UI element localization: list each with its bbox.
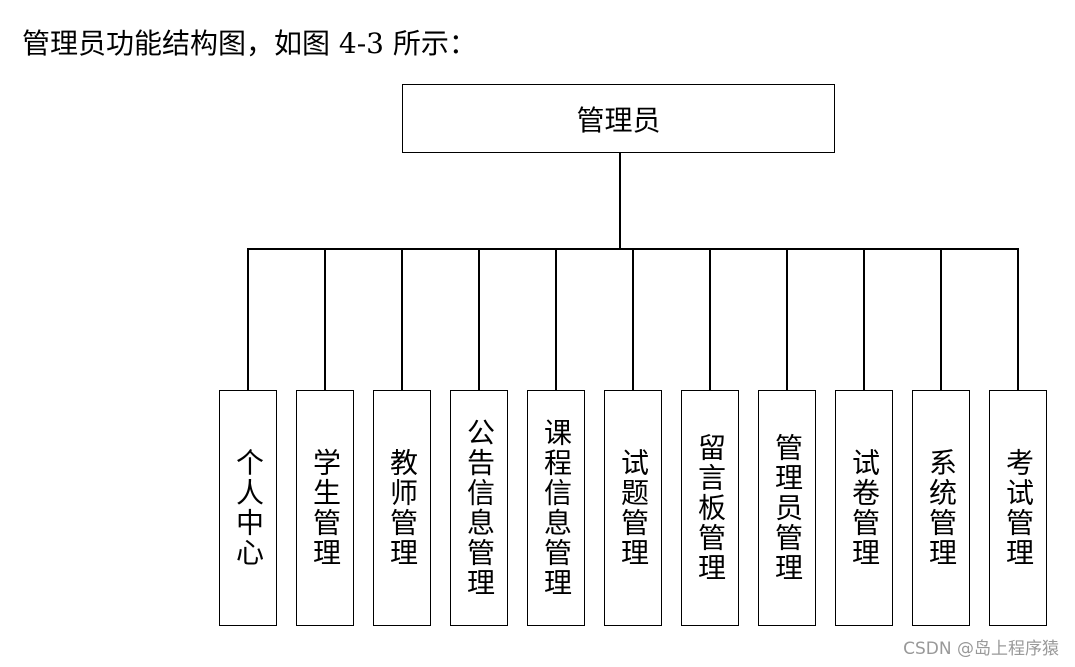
root-node: 管理员 <box>402 84 835 153</box>
child-node-label: 试题管理 <box>617 448 650 568</box>
child-connector <box>247 248 249 390</box>
child-node-label: 管理员管理 <box>771 433 804 583</box>
child-node: 留言板管理 <box>681 390 739 626</box>
child-node: 个人中心 <box>219 390 277 626</box>
child-node: 课程信息管理 <box>527 390 585 626</box>
intro-text: 管理员功能结构图，如图 4-3 所示： <box>22 27 477 60</box>
child-node: 公告信息管理 <box>450 390 508 626</box>
child-node-label: 教师管理 <box>386 448 419 568</box>
root-connector <box>619 153 621 249</box>
child-node-label: 试卷管理 <box>848 448 881 568</box>
child-connector <box>632 248 634 390</box>
child-connector <box>555 248 557 390</box>
child-node-label: 公告信息管理 <box>463 418 496 598</box>
watermark: CSDN @岛上程序猿 <box>903 639 1059 659</box>
child-node-label: 个人中心 <box>232 448 265 568</box>
child-node: 管理员管理 <box>758 390 816 626</box>
child-connector <box>863 248 865 390</box>
child-node: 教师管理 <box>373 390 431 626</box>
child-connector <box>1017 248 1019 390</box>
child-connector <box>709 248 711 390</box>
child-connector <box>940 248 942 390</box>
root-node-label: 管理员 <box>576 103 661 137</box>
child-node: 考试管理 <box>989 390 1047 626</box>
child-node: 系统管理 <box>912 390 970 626</box>
child-node: 试题管理 <box>604 390 662 626</box>
child-node-label: 系统管理 <box>925 448 958 568</box>
child-node-label: 留言板管理 <box>694 433 727 583</box>
child-node-label: 考试管理 <box>1002 448 1035 568</box>
child-node: 试卷管理 <box>835 390 893 626</box>
child-connector <box>324 248 326 390</box>
child-node-label: 课程信息管理 <box>540 418 573 598</box>
child-connector <box>786 248 788 390</box>
child-node: 学生管理 <box>296 390 354 626</box>
child-connector <box>478 248 480 390</box>
child-node-label: 学生管理 <box>309 448 342 568</box>
child-connector <box>401 248 403 390</box>
